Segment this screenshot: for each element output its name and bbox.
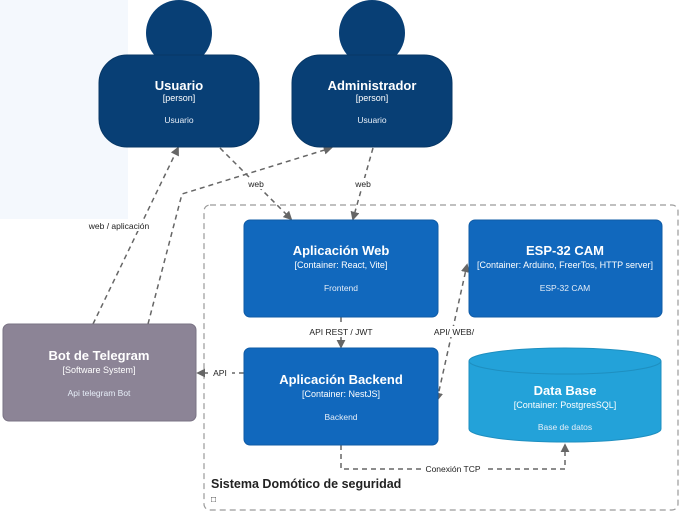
person-usuario-type: [person] [163, 93, 196, 103]
label-backend-esp: API/ WEB/ [434, 327, 475, 337]
person-administrador-type: [person] [356, 93, 389, 103]
backend-desc: Backend [324, 412, 357, 422]
label-usuario-web: web [247, 179, 264, 189]
label-web-backend: API REST / JWT [309, 327, 372, 337]
backend-title: Aplicación Backend [279, 372, 403, 387]
relations: web web web / aplicación API REST / JWT … [84, 145, 570, 475]
person-administrador[interactable]: Administrador [person] Usuario [291, 0, 453, 148]
esp-type: [Container: Arduino, FreerTos, HTTP serv… [477, 260, 653, 270]
web-desc: Frontend [324, 283, 358, 293]
person-usuario[interactable]: Usuario [person] Usuario [98, 0, 260, 148]
edge-bot-admin[interactable] [147, 145, 333, 325]
container-aplicacion-backend[interactable]: Aplicación Backend [Container: NestJS] B… [243, 347, 439, 446]
web-type: [Container: React, Vite] [295, 260, 388, 270]
label-admin-web: web [354, 179, 371, 189]
system-boundary-title: Sistema Domótico de seguridad [211, 477, 401, 491]
db-type: [Container: PostgresSQL] [514, 400, 617, 410]
db-title: Data Base [534, 383, 597, 398]
person-usuario-title: Usuario [155, 78, 203, 93]
edge-bot-usuario[interactable] [92, 146, 179, 325]
label-backend-db: Conexión TCP [425, 464, 480, 474]
esp-title: ESP-32 CAM [526, 243, 604, 258]
system-bot-telegram[interactable]: Bot de Telegram [Software System] Api te… [2, 323, 197, 422]
person-usuario-desc: Usuario [164, 115, 194, 125]
person-administrador-desc: Usuario [357, 115, 387, 125]
container-aplicacion-web[interactable]: Aplicación Web [Container: React, Vite] … [243, 219, 439, 318]
bot-desc: Api telegram Bot [68, 388, 131, 398]
person-administrador-title: Administrador [328, 78, 417, 93]
container-data-base[interactable]: Data Base [Container: PostgresSQL] Base … [468, 347, 662, 443]
bot-type: [Software System] [62, 365, 135, 375]
esp-desc: ESP-32 CAM [540, 283, 591, 293]
system-boundary: Sistema Domótico de seguridad □ [203, 204, 679, 511]
container-esp32-cam[interactable]: ESP-32 CAM [Container: Arduino, FreerTos… [468, 219, 663, 318]
label-backend-bot: API [213, 368, 227, 378]
label-bot-users: web / aplicación [88, 221, 150, 231]
backend-type: [Container: NestJS] [302, 389, 380, 399]
db-desc: Base de datos [538, 422, 592, 432]
web-title: Aplicación Web [293, 243, 390, 258]
bot-title: Bot de Telegram [49, 348, 150, 363]
edge-usuario-web[interactable] [219, 147, 293, 221]
system-boundary-icon: □ [211, 494, 216, 504]
